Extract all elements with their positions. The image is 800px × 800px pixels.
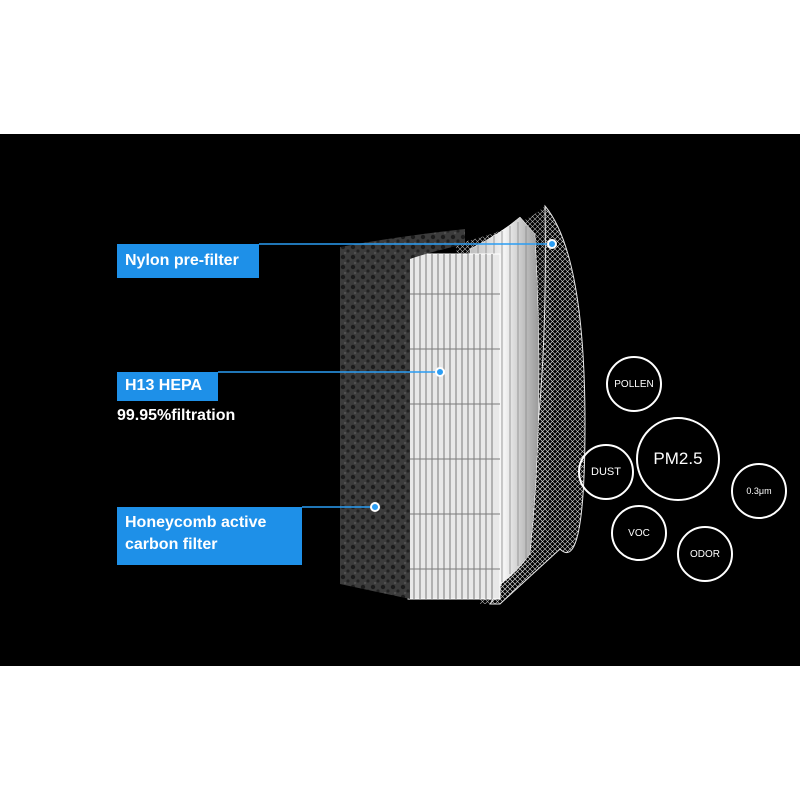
- pollutant-odor: ODOR: [677, 526, 733, 582]
- pollutant-odor-label: ODOR: [690, 549, 720, 560]
- product-panel: Nylon pre-filter H13 HEPA 99.95%filtrati…: [0, 134, 800, 666]
- carbon-filter-line2: carbon filter: [125, 534, 294, 556]
- carbon-filter-label: Honeycomb active carbon filter: [117, 507, 302, 565]
- nylon-prefilter-label: Nylon pre-filter: [117, 244, 259, 278]
- callout-dot: [436, 368, 444, 376]
- pollutant-pollen: POLLEN: [606, 356, 662, 412]
- pollutant-voc: VOC: [611, 505, 667, 561]
- nylon-prefilter-text: Nylon pre-filter: [125, 252, 239, 269]
- hepa-text: H13 HEPA: [125, 377, 202, 394]
- pollutant-micron-label: 0.3μm: [746, 486, 771, 496]
- pollutant-micron: 0.3μm: [731, 463, 787, 519]
- callout-dot: [371, 503, 379, 511]
- pollutant-pm25-label: PM2.5: [653, 449, 702, 469]
- callout-dot: [548, 240, 556, 248]
- pollutant-voc-label: VOC: [628, 528, 650, 539]
- hepa-label: H13 HEPA: [117, 372, 218, 401]
- pollutant-dust: DUST: [578, 444, 634, 500]
- pollutant-pm25: PM2.5: [636, 417, 720, 501]
- pollutant-pollen-label: POLLEN: [614, 379, 653, 390]
- carbon-filter-line1: Honeycomb active: [125, 512, 294, 534]
- hepa-filtration-text: 99.95%filtration: [117, 407, 235, 425]
- pollutant-dust-label: DUST: [591, 466, 621, 478]
